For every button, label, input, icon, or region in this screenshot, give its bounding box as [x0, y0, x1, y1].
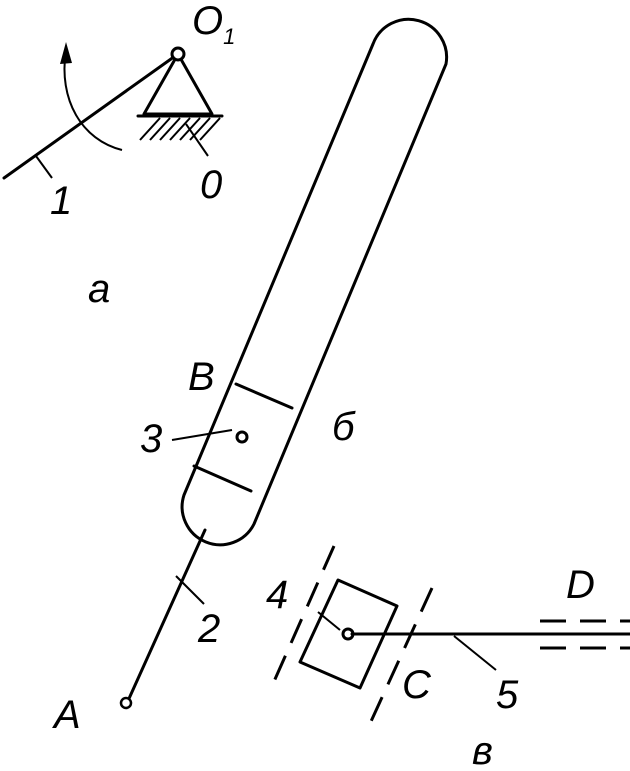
slotted-rocker [180, 17, 449, 547]
label-4: 4 [266, 573, 288, 617]
guide-left [270, 545, 336, 687]
leader-5 [453, 635, 497, 671]
part-a-group: O1 0 1 a [2, 0, 235, 311]
label-A: A [52, 693, 81, 737]
slider-3-top-edge [234, 382, 294, 410]
pivot-A [119, 696, 133, 710]
slider-3-bottom-edge [192, 464, 253, 493]
leader-0 [185, 123, 209, 157]
slider-3-pin [235, 430, 249, 444]
link-2 [125, 528, 207, 705]
ground-hatching [139, 117, 221, 141]
leader-3 [171, 429, 233, 441]
label-C: C [402, 663, 432, 707]
label-b-cyr: б [332, 405, 356, 449]
rotation-arrowhead-icon [60, 42, 72, 64]
part-b-group: B 3 б 2 A [52, 17, 449, 737]
slider-4 [298, 578, 399, 690]
leader-1 [35, 155, 53, 179]
guide-right [366, 587, 434, 729]
label-O1: O1 [192, 0, 235, 49]
pivot-O1 [170, 46, 186, 62]
label-v-cyr: в [472, 729, 493, 771]
leader-2 [175, 575, 205, 605]
part-v-group: 4 C D 5 в [266, 545, 630, 771]
leader-4 [317, 611, 341, 631]
fixed-support-triangle [142, 52, 214, 116]
label-5: 5 [496, 673, 519, 717]
label-2: 2 [197, 607, 220, 651]
label-B: B [188, 355, 215, 399]
label-a: a [88, 267, 110, 311]
rotation-arrow [63, 49, 123, 151]
label-0: 0 [200, 163, 222, 207]
link-1 [2, 52, 180, 180]
label-D: D [566, 563, 595, 607]
label-3: 3 [140, 417, 162, 461]
label-1: 1 [50, 179, 72, 223]
